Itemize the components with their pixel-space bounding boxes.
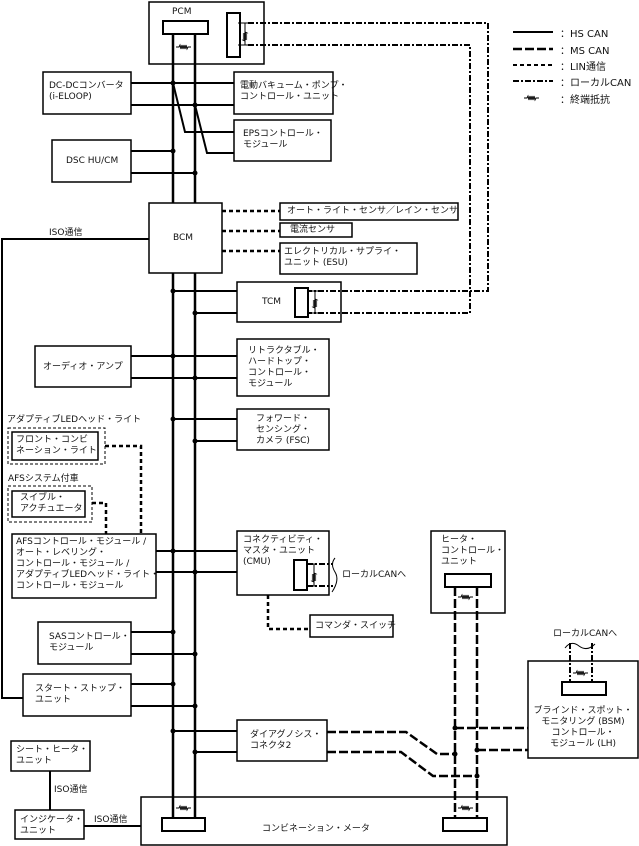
fsc-label: フォワード・センシング・カメラ (FSC) [255, 414, 310, 446]
afs-module-label: AFSコントロール・モジュール /オート・レベリング・コントロール・モジュール … [16, 537, 160, 591]
cmu-local-can-label: ローカルCANへ [342, 570, 407, 580]
bsm-box [527, 660, 639, 759]
junction-dots [170, 80, 480, 779]
front-combi-label: フロント・コンビネーション・ライト [16, 435, 97, 456]
pcm-label: PCM [172, 7, 192, 17]
sas-label: SASコントロール・モジュール [49, 632, 130, 653]
diag-label: ダイアグノシス・コネクタ2 [250, 730, 322, 751]
bsm-local-can-break [564, 642, 596, 650]
vacuum-pump-label: 電動バキューム・ポンプ・コントロール・ユニット [240, 81, 348, 102]
indicator-iso-label: ISO通信 [94, 815, 128, 825]
meter-connector-right [442, 817, 488, 832]
retractable-label: リトラクタブル・ハードトップ・コントロール・モジュール [248, 346, 320, 389]
seat-heater-label: シート・ヒータ・ユニット [16, 745, 89, 766]
dcdc-label: DC-DCコンバータ(i-ELOOP) [49, 81, 124, 102]
cmu-connector [293, 559, 308, 591]
dsc-box [51, 139, 132, 183]
combi-meter-box [140, 796, 508, 846]
bcm-label: BCM [173, 233, 194, 243]
audio-amp-box [34, 345, 132, 388]
sas-box [37, 621, 132, 665]
swivel-label: スイブル・アクチュエータ [20, 493, 83, 514]
swivel-box [11, 490, 86, 518]
tcm-box [236, 281, 342, 323]
seat-iso-label: ISO通信 [54, 785, 88, 795]
commander-label: コマンダ・スイッチ [315, 621, 397, 631]
pcm-connector [162, 20, 209, 35]
heater-label: ヒータ・コントロール・ユニット [441, 535, 505, 567]
tcm-label: TCM [262, 297, 282, 307]
audio-amp-label: オーディオ・アンプ [43, 362, 123, 372]
legend-hs-can: ：HS CAN [560, 29, 609, 40]
indicator-label: インジケータ・ユニット [20, 815, 84, 836]
cmu-label: コネクティビティ・マスタ・ユニット(CMU) [243, 535, 323, 567]
legend-ms-can: ：MS CAN [560, 46, 610, 57]
combi-meter-label: コンビネーション・メータ [262, 824, 370, 834]
fsc-box [236, 408, 330, 451]
heater-connector [444, 573, 492, 588]
eps-label: EPSコントロール・モジュール [243, 129, 323, 150]
pcm-local-connector [226, 12, 241, 58]
front-combi-box [11, 431, 99, 461]
esu-label: エレクトリカル・サプライ・ユニット (ESU) [284, 247, 402, 268]
legend-symbols [513, 31, 553, 101]
meter-connector-left [161, 817, 206, 832]
heater-box [430, 530, 506, 614]
diag-box [236, 719, 328, 762]
commander-box [309, 614, 394, 638]
tcm-connector [294, 287, 309, 318]
dcdc-box [42, 71, 132, 115]
adaptive-led-group-label: アダプティブLEDヘッド・ライト [7, 415, 142, 425]
vacuum-pump-box [233, 71, 334, 115]
hs-can-backbone [171, 34, 197, 818]
eps-box [233, 119, 332, 162]
retractable-box [236, 338, 330, 397]
bsm-label: ブラインド・スポット・モニタリング (BSM)コントロール・モジュール (LH) [533, 706, 633, 749]
start-stop-box [22, 673, 132, 717]
termination-resistors [175, 28, 589, 811]
dsc-label: DSC HU/CM [66, 156, 119, 166]
afs-group-label: AFSシステム付車 [8, 474, 79, 484]
current-sensor-label: 電流センサ [290, 225, 336, 235]
auto-light-label: オート・ライト・センサ／レイン・センサ [287, 206, 459, 216]
bsm-local-can-label: ローカルCANへ [553, 629, 618, 639]
bsm-connector [561, 681, 607, 696]
cmu-local-can-break [331, 557, 338, 593]
afs-module-box [11, 533, 157, 599]
legend-local-can: ：ローカルCAN [560, 78, 632, 89]
start-stop-label: スタート・ストップ・ユニット [35, 684, 126, 705]
bcm-iso-label: ISO通信 [49, 228, 83, 238]
legend-resistor: ：終端抵抗 [560, 95, 610, 106]
pcm-box [148, 1, 265, 65]
esu-box [279, 242, 418, 275]
legend-lin: ：LIN通信 [560, 62, 607, 73]
